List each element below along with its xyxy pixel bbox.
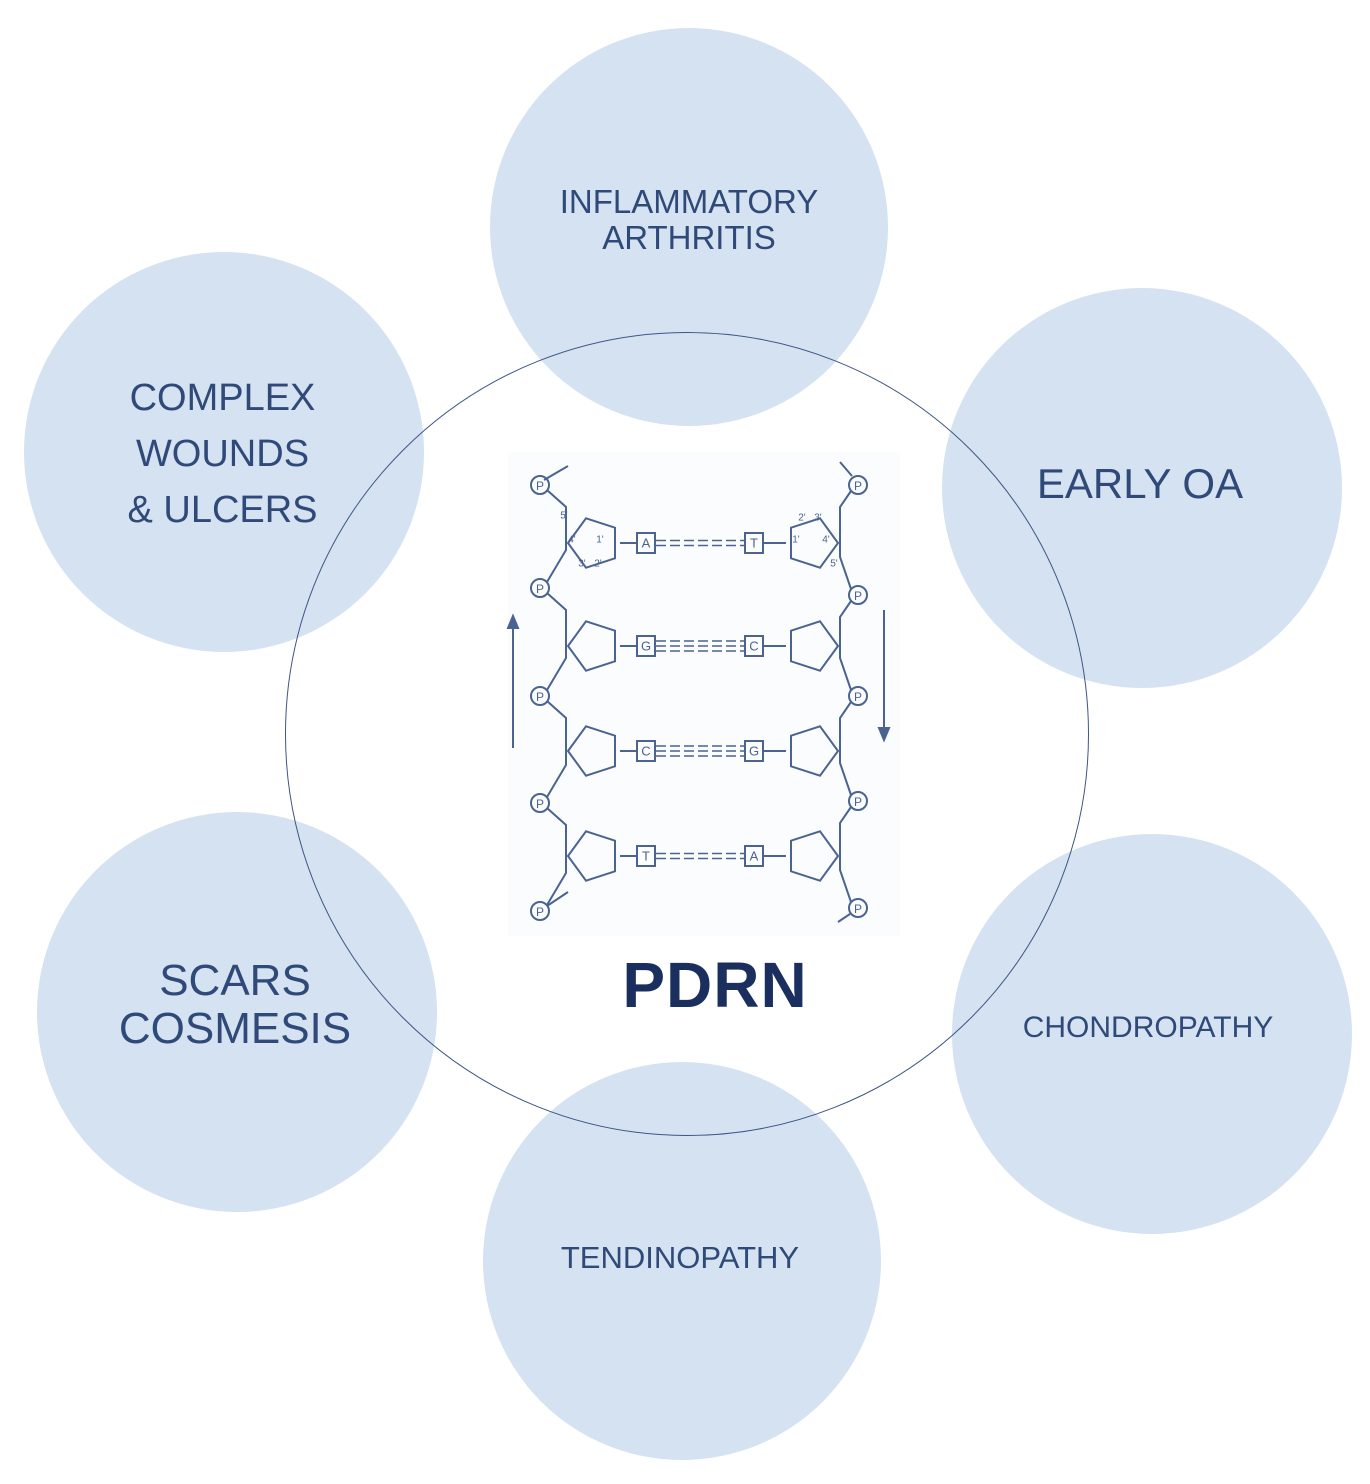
backbone-right-segment — [839, 701, 852, 796]
sugar-number-left: 3' — [578, 559, 586, 570]
phosphate-left — [530, 475, 550, 495]
backbone-left-segment — [546, 700, 567, 798]
sugar-left — [566, 725, 616, 777]
sugar-number-right: 5' — [830, 559, 838, 570]
phosphate-right — [848, 585, 868, 605]
base-right-label: C — [749, 639, 758, 654]
backbone-tail-right — [839, 461, 853, 477]
sugar-number-left: 5' — [560, 511, 568, 522]
base-right-label: A — [750, 849, 759, 864]
phosphate-right — [848, 475, 868, 495]
arrowhead-down — [877, 727, 891, 743]
base-left — [636, 532, 656, 554]
sugar-number-right: 1' — [792, 535, 800, 546]
phosphate-label: P — [854, 690, 862, 704]
phosphate-left — [530, 578, 550, 598]
sugar-right — [790, 620, 840, 672]
phosphate-left — [530, 901, 550, 921]
center-title: PDRN — [622, 949, 808, 1021]
phosphate-label: P — [536, 905, 544, 919]
phosphate-label: P — [854, 902, 862, 916]
base-left-label: G — [641, 639, 651, 654]
phosphate-left — [530, 793, 550, 813]
phosphate-right — [848, 686, 868, 706]
sugar-number-right: 2' — [798, 513, 806, 524]
backbone-left-segment — [546, 592, 567, 691]
dna-background — [508, 452, 900, 936]
sugar-number-right: 3' — [814, 513, 822, 524]
base-left — [636, 845, 656, 867]
arrowhead-up — [506, 613, 520, 629]
sugar-number-left: 4' — [568, 535, 576, 546]
backbone-tail-left — [543, 465, 569, 481]
base-right — [744, 532, 764, 554]
sugar-left — [566, 517, 616, 569]
label-complex-wounds: COMPLEX WOUNDS & ULCERS — [127, 377, 318, 531]
sugar-number-right: 4' — [822, 535, 830, 546]
base-right — [744, 845, 764, 867]
base-left — [636, 635, 656, 657]
base-right-label: G — [749, 744, 759, 759]
phosphate-label: P — [854, 479, 862, 493]
backbone-tail-left-bottom — [546, 891, 569, 907]
sugar-right — [790, 517, 840, 569]
backbone-tail-right-bottom — [837, 913, 851, 923]
pdrn-center-ring — [285, 332, 1089, 1136]
phosphate-right — [848, 898, 868, 918]
phosphate-label: P — [854, 795, 862, 809]
base-left-label: T — [642, 849, 650, 864]
sugar-number-left: 2' — [594, 559, 602, 570]
sugar-number-left: 1' — [596, 535, 604, 546]
dna-double-helix-diagram: P P P P P P P P P P A T G C C G T A 5' 4' 1' 3' 2' 2' 3' 1' 4' 5' — [506, 452, 900, 936]
backbone-left-segment — [546, 807, 567, 906]
base-right — [744, 635, 764, 657]
phosphate-right — [848, 791, 868, 811]
backbone-right-segment — [839, 600, 852, 691]
sugar-right — [790, 725, 840, 777]
phosphate-label: P — [854, 589, 862, 603]
backbone-left-segment — [546, 489, 567, 583]
phosphate-label: P — [536, 479, 544, 493]
phosphate-label: P — [536, 797, 544, 811]
sugar-right — [790, 830, 840, 882]
phosphate-left — [530, 686, 550, 706]
backbone-right-segment — [839, 806, 852, 903]
label-scars-cosmesis: SCARS COSMESIS — [118, 956, 352, 1053]
phosphate-label: P — [536, 582, 544, 596]
label-early-oa: EARLY OA — [1036, 460, 1244, 507]
base-left-label: A — [642, 536, 651, 551]
label-tendinopathy: TENDINOPATHY — [560, 1240, 800, 1275]
label-inflammatory-arthritis: INFLAMMATORY ARTHRITIS — [559, 183, 819, 256]
base-right — [744, 740, 764, 762]
label-chondropathy: CHONDROPATHY — [1022, 1011, 1274, 1044]
sugar-left — [566, 830, 616, 882]
backbone-right-segment — [839, 490, 852, 590]
phosphate-label: P — [536, 690, 544, 704]
base-left-label: C — [641, 744, 650, 759]
base-right-label: T — [750, 536, 758, 551]
sugar-left — [566, 620, 616, 672]
base-left — [636, 740, 656, 762]
